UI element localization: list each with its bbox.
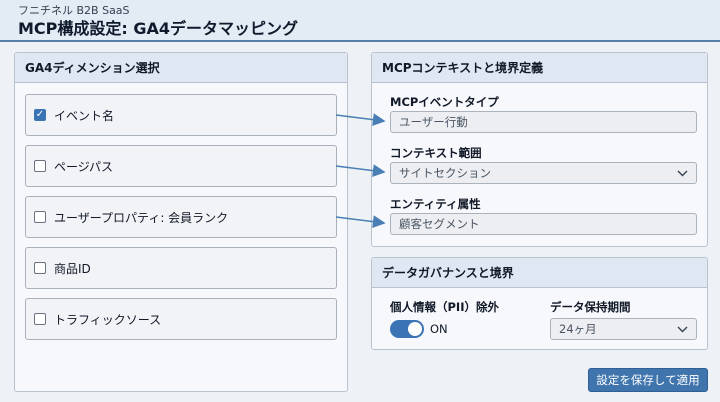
dimension-item-traffic-source[interactable]: トラフィックソース [25, 298, 337, 340]
dimension-panel: GA4ディメンション選択 ✓ イベント名 ページパス ユーザープロパティ: 会員… [14, 52, 348, 392]
checkbox-checked-icon[interactable]: ✓ [34, 109, 46, 121]
event-type-label: MCPイベントタイプ [390, 95, 499, 109]
dimension-item-page-path[interactable]: ページパス [25, 145, 337, 187]
page-title: MCP構成設定: GA4データマッピング [18, 19, 299, 38]
chevron-down-icon [677, 323, 688, 336]
retention-label: データ保持期間 [550, 300, 631, 314]
event-type-input[interactable]: ユーザー行動 [390, 111, 697, 133]
save-apply-button[interactable]: 設定を保存して適用 [588, 368, 708, 392]
toggle-knob [408, 322, 422, 336]
event-type-placeholder: ユーザー行動 [399, 115, 468, 129]
entity-input[interactable]: 顧客セグメント [390, 213, 697, 235]
retention-selected-value: 24ヶ月 [559, 322, 597, 336]
dimension-panel-title: GA4ディメンション選択 [15, 53, 347, 83]
scope-selected-value: サイトセクション [399, 166, 491, 180]
context-panel: MCPコンテキストと境界定義 MCPイベントタイプ ユーザー行動 コンテキスト範… [371, 52, 708, 247]
pii-label: 個人情報（PII）除外 [390, 300, 499, 314]
pii-state-label: ON [430, 322, 448, 336]
checkbox-icon[interactable] [34, 313, 46, 325]
scope-select[interactable]: サイトセクション [390, 162, 697, 184]
entity-label: エンティティ属性 [390, 197, 481, 211]
dimension-item-label: ユーザープロパティ: 会員ランク [54, 210, 229, 225]
pii-toggle[interactable] [390, 320, 424, 338]
retention-select[interactable]: 24ヶ月 [550, 318, 697, 340]
dimension-item-product-id[interactable]: 商品ID [25, 247, 337, 289]
app-header: フニチネル B2B SaaS MCP構成設定: GA4データマッピング [0, 0, 720, 42]
dimension-item-event-name[interactable]: ✓ イベント名 [25, 94, 337, 136]
dimension-item-user-property[interactable]: ユーザープロパティ: 会員ランク [25, 196, 337, 238]
dimension-item-label: トラフィックソース [54, 312, 162, 327]
governance-panel: データガバナンスと境界 個人情報（PII）除外 ON データ保持期間 24ヶ月 [371, 257, 708, 350]
context-panel-title: MCPコンテキストと境界定義 [372, 53, 707, 83]
scope-label: コンテキスト範囲 [390, 146, 482, 160]
dimension-item-label: イベント名 [54, 108, 115, 123]
dimension-item-label: 商品ID [54, 261, 91, 276]
app-subtitle: フニチネル B2B SaaS [18, 4, 130, 17]
checkbox-icon[interactable] [34, 211, 46, 223]
entity-placeholder: 顧客セグメント [399, 217, 480, 231]
checkbox-icon[interactable] [34, 160, 46, 172]
dimension-item-label: ページパス [54, 159, 114, 174]
governance-panel-title: データガバナンスと境界 [372, 258, 707, 288]
checkbox-icon[interactable] [34, 262, 46, 274]
chevron-down-icon [677, 167, 688, 180]
